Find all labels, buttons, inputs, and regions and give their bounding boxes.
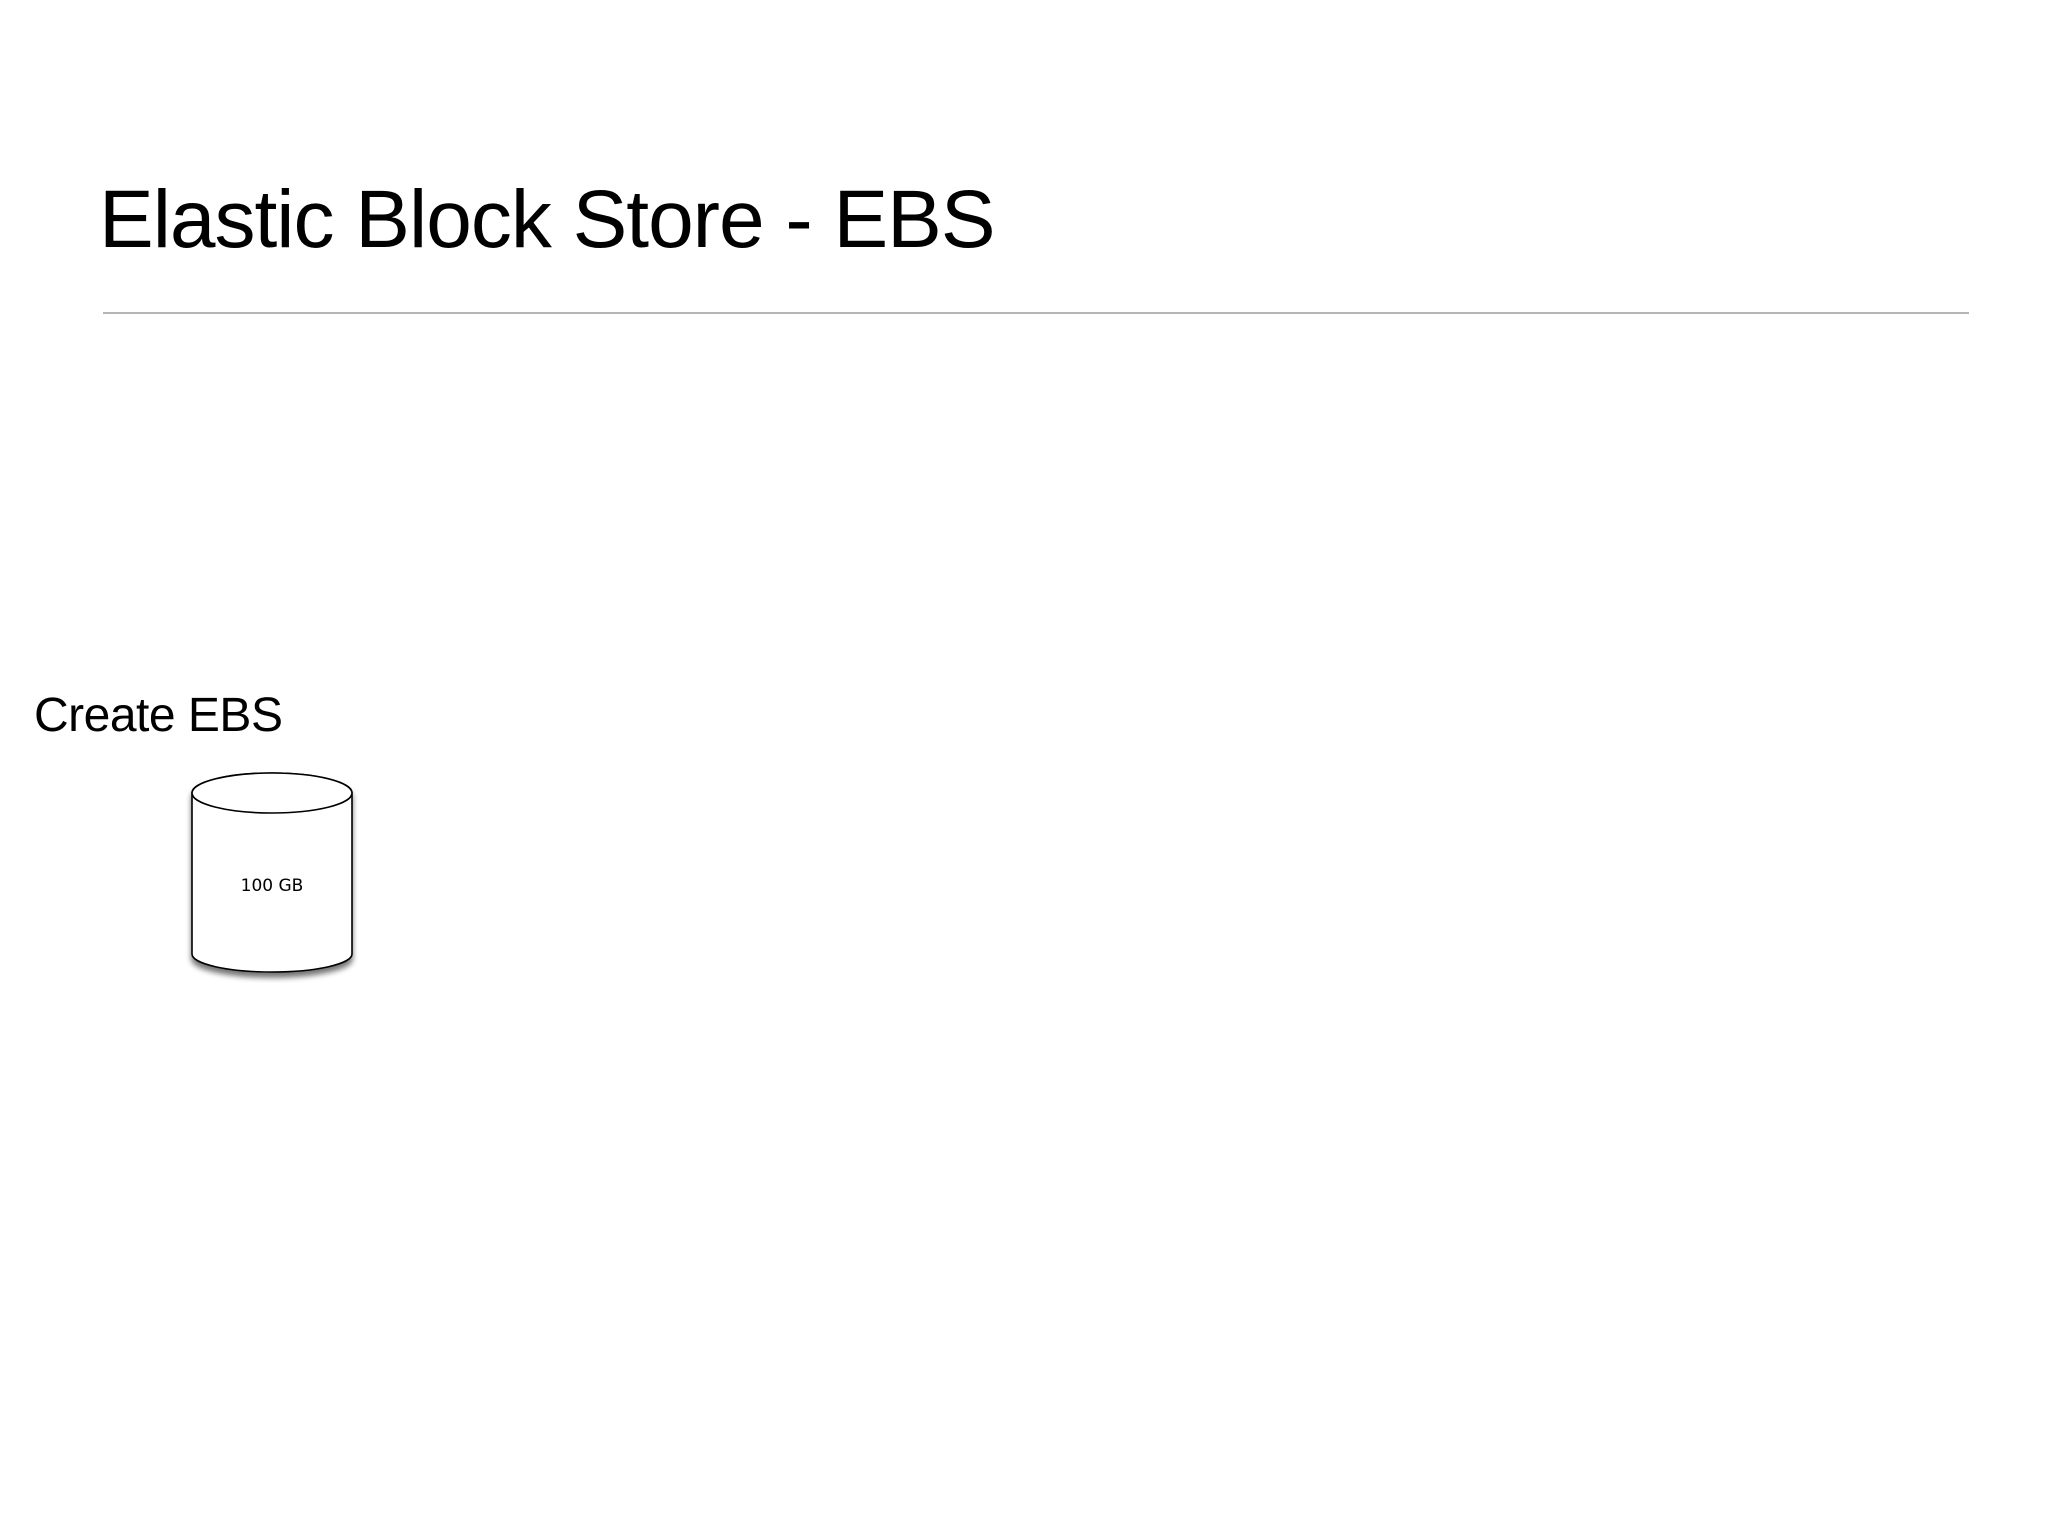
ebs-volume: 100 GB <box>184 767 360 987</box>
create-ebs-label: Create EBS <box>34 689 283 742</box>
title-divider <box>103 312 1969 314</box>
slide-title: Elastic Block Store - EBS <box>99 174 996 265</box>
volume-cylinder-icon <box>191 772 353 973</box>
volume-capacity-label: 100 GB <box>240 876 304 896</box>
volume-top <box>191 772 353 814</box>
